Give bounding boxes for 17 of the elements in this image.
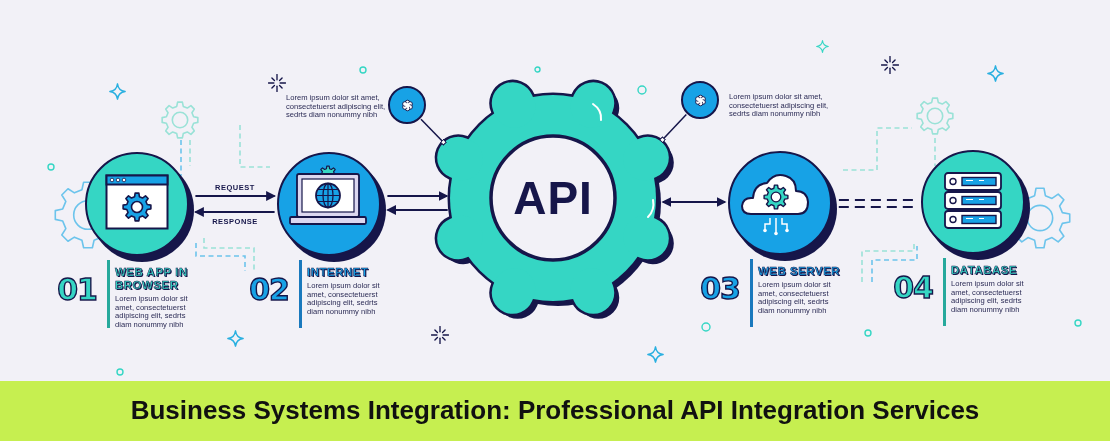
step-number: 02: [249, 273, 289, 307]
connector-line: [659, 113, 688, 144]
step-title: WEB APP IN BROWSER: [115, 266, 189, 292]
connector-line: [420, 118, 447, 146]
arrow: [386, 191, 449, 201]
arrow: [661, 197, 727, 207]
step-number: 03: [700, 272, 740, 306]
api-label: API: [513, 175, 593, 221]
arrow: [194, 191, 277, 201]
arrow: [386, 205, 449, 215]
arrow: [193, 207, 276, 217]
step-title: DATABASE: [951, 264, 1019, 277]
step-number: 04: [893, 271, 933, 305]
banner-title: Business Systems Integration: Professional API Integration Services: [130, 395, 980, 427]
step-title: WEB SERVER: [758, 265, 842, 278]
step-title: INTERNET: [307, 266, 370, 279]
step-number: 01: [57, 273, 97, 307]
